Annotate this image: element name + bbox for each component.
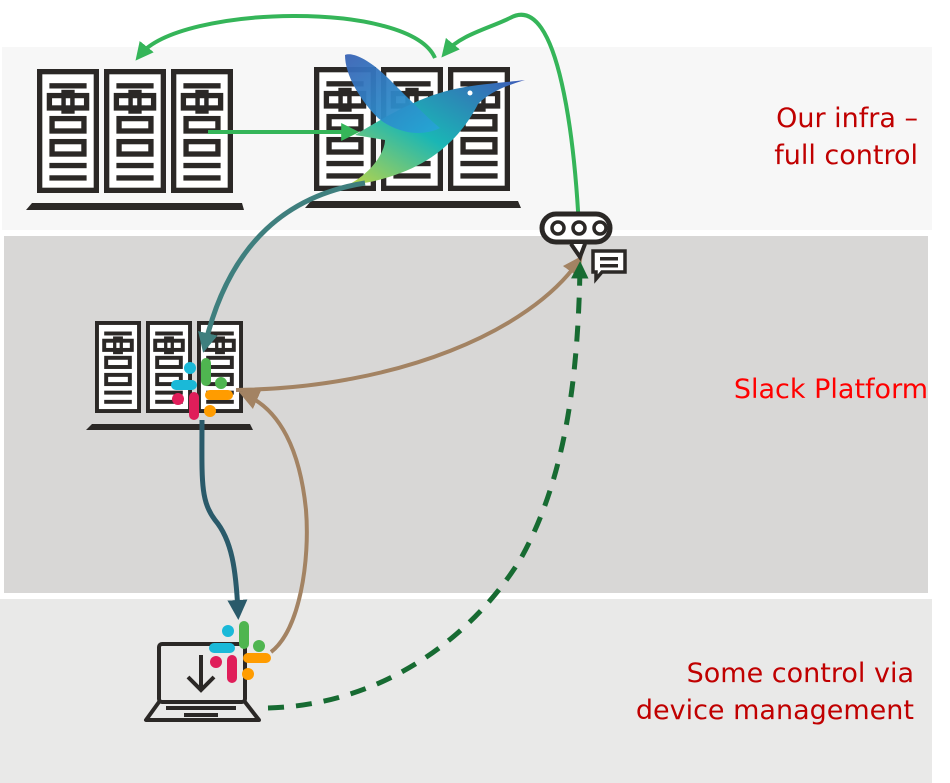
our-server-rack-icon <box>26 72 244 210</box>
hummingbird-server-rack-icon <box>305 70 521 208</box>
zone-label-our-infra-line1: Our infra – <box>776 103 918 134</box>
arrow-laptop-to-slack <box>238 390 309 654</box>
hummingbird-logo <box>345 54 525 184</box>
arrow-chatbot-to-hummingbird <box>441 13 581 229</box>
arrow-slack-to-chatbot <box>235 255 583 392</box>
zone-slack-platform <box>4 236 928 593</box>
arrow-hummingbird-to-slack <box>198 180 366 353</box>
arrow-slack-to-laptop <box>199 419 248 620</box>
zone-label-our-infra: Our infra – full control <box>774 100 918 174</box>
zone-label-device-management-line2: device management <box>635 695 914 726</box>
slack-server-rack-icon <box>86 323 253 430</box>
zone-label-device-management: Some control via device management <box>636 655 914 729</box>
arrow-laptop-to-chatbot-dashed <box>267 261 589 711</box>
zone-label-slack-platform-line1: Slack Platform <box>733 374 928 405</box>
arrow-hummingbird-to-our <box>135 14 437 61</box>
zone-label-slack-platform: Slack Platform <box>734 371 928 408</box>
chatbot-icon <box>539 211 627 284</box>
zone-device-management <box>0 599 932 783</box>
zone-label-device-management-line1: Some control via <box>686 658 914 689</box>
zone-label-our-infra-line2: full control <box>774 140 918 171</box>
slack-logo-laptop <box>209 621 271 683</box>
laptop-download-icon <box>144 642 261 722</box>
